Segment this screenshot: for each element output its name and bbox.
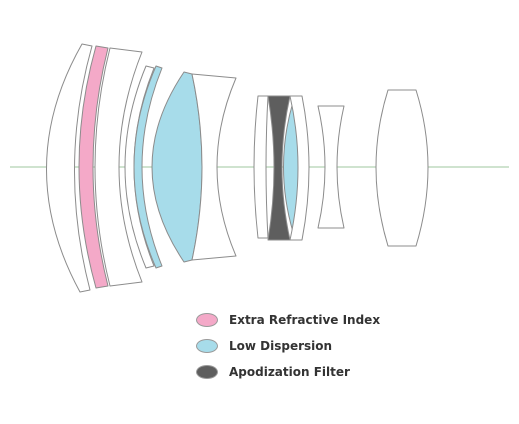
legend-item-apodization: Apodization Filter	[196, 363, 380, 381]
legend-label-extra-refractive: Extra Refractive Index	[229, 313, 381, 327]
lens-element-3	[94, 47, 143, 287]
legend: Extra Refractive Index Low Dispersion Ap…	[196, 311, 380, 381]
legend-label-low-dispersion: Low Dispersion	[229, 339, 333, 353]
lens-element-11	[289, 95, 310, 241]
lens-element-2-extra-refractive	[78, 45, 109, 289]
legend-label-apodization: Apodization Filter	[229, 365, 350, 379]
legend-swatch-low-dispersion	[196, 339, 218, 353]
lens-element-8	[253, 95, 269, 239]
legend-item-extra-refractive: Extra Refractive Index	[196, 311, 380, 329]
lens-element-12	[317, 105, 345, 229]
lens-element-13	[375, 89, 429, 247]
legend-swatch-extra-refractive	[196, 313, 218, 327]
legend-swatch-apodization	[196, 365, 218, 379]
lens-element-1	[46, 43, 93, 293]
lens-element-7	[191, 73, 237, 261]
lens-element-5-low-dispersion	[133, 65, 163, 269]
lens-element-6-low-dispersion	[151, 71, 203, 263]
legend-item-low-dispersion: Low Dispersion	[196, 337, 380, 355]
